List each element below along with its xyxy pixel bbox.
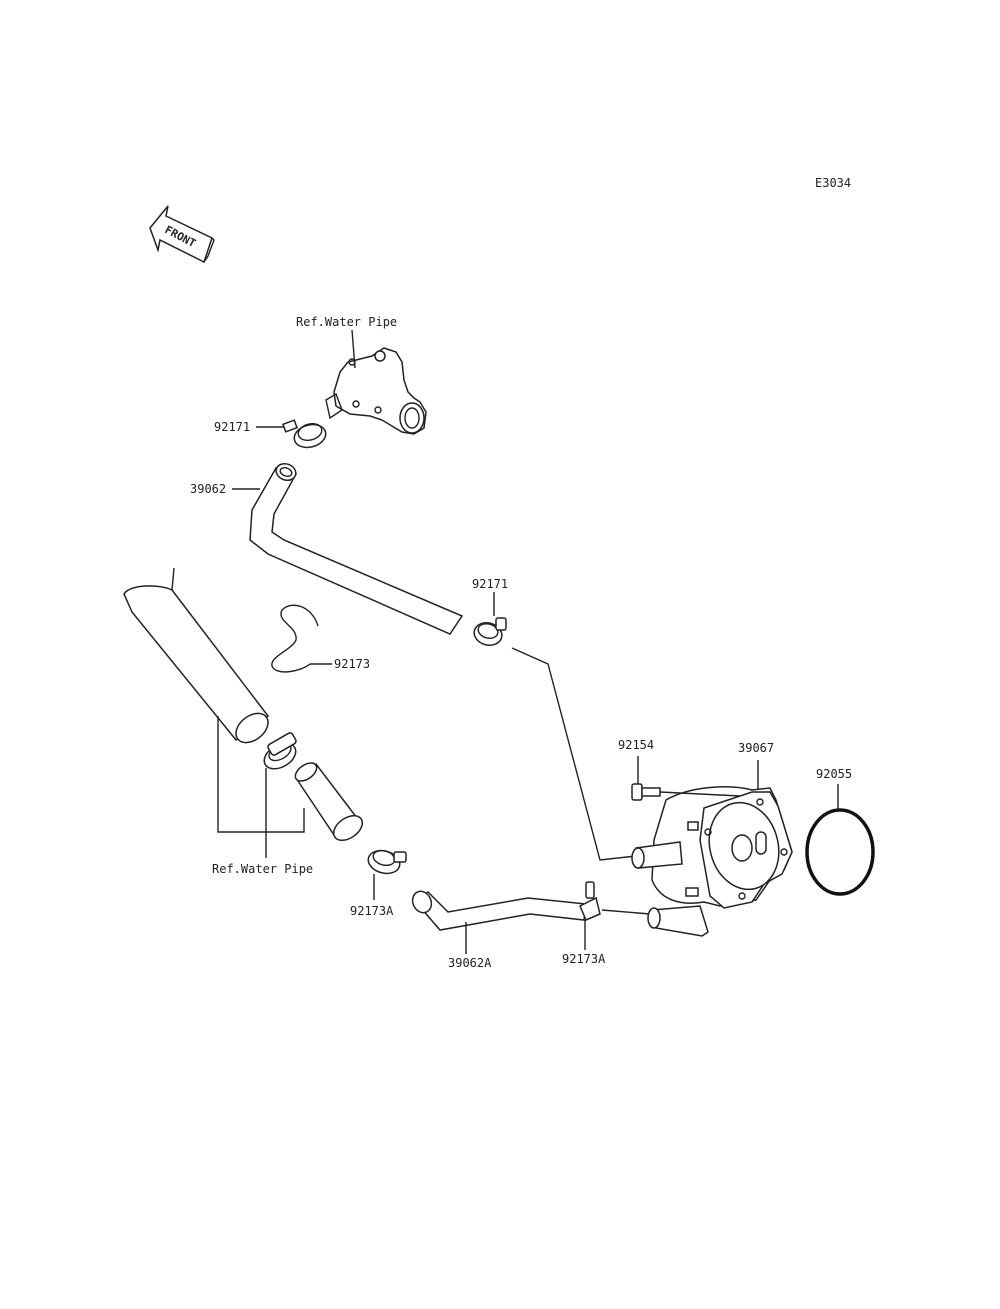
bolt-92154-label: 92154 [618,738,654,752]
short-connector-hose [294,762,364,842]
lower-water-pipe [123,567,270,744]
hose-39062 [249,462,464,635]
o-ring-92055-label: 92055 [816,767,852,781]
clamp-92173a-right [579,881,601,921]
o-ring-92055 [805,808,875,896]
clamp-92171-lower-label: 92171 [472,577,508,591]
clamp-92171-upper-label: 92171 [214,420,250,434]
hose-39062a [411,890,587,931]
bolt-92154 [631,783,661,801]
upper-water-pipe-housing [325,347,427,435]
front-arrow-icon: FRONT [149,205,215,264]
clamp-92173a-left [367,849,407,875]
wire-clip-92173 [271,604,319,673]
ref-water-pipe-top-label: Ref.Water Pipe [296,315,397,329]
clamp-pipe-end [263,732,297,770]
cooler-39067-label: 39067 [738,741,774,755]
ref-water-pipe-bottom-label: Ref.Water Pipe [212,862,313,876]
wire-clip-92173-label: 92173 [334,657,370,671]
clamp-92171-lower [473,617,507,646]
oil-cooler-39067 [631,786,793,937]
clamp-92173a-left-label: 92173A [350,904,394,918]
clamp-92173a-right-label: 92173A [562,952,606,966]
hose-39062-label: 39062 [190,482,226,496]
clamp-92171-upper [282,419,327,449]
hose-39062a-label: 39062A [448,956,492,970]
diagram-code: E3034 [815,176,851,190]
